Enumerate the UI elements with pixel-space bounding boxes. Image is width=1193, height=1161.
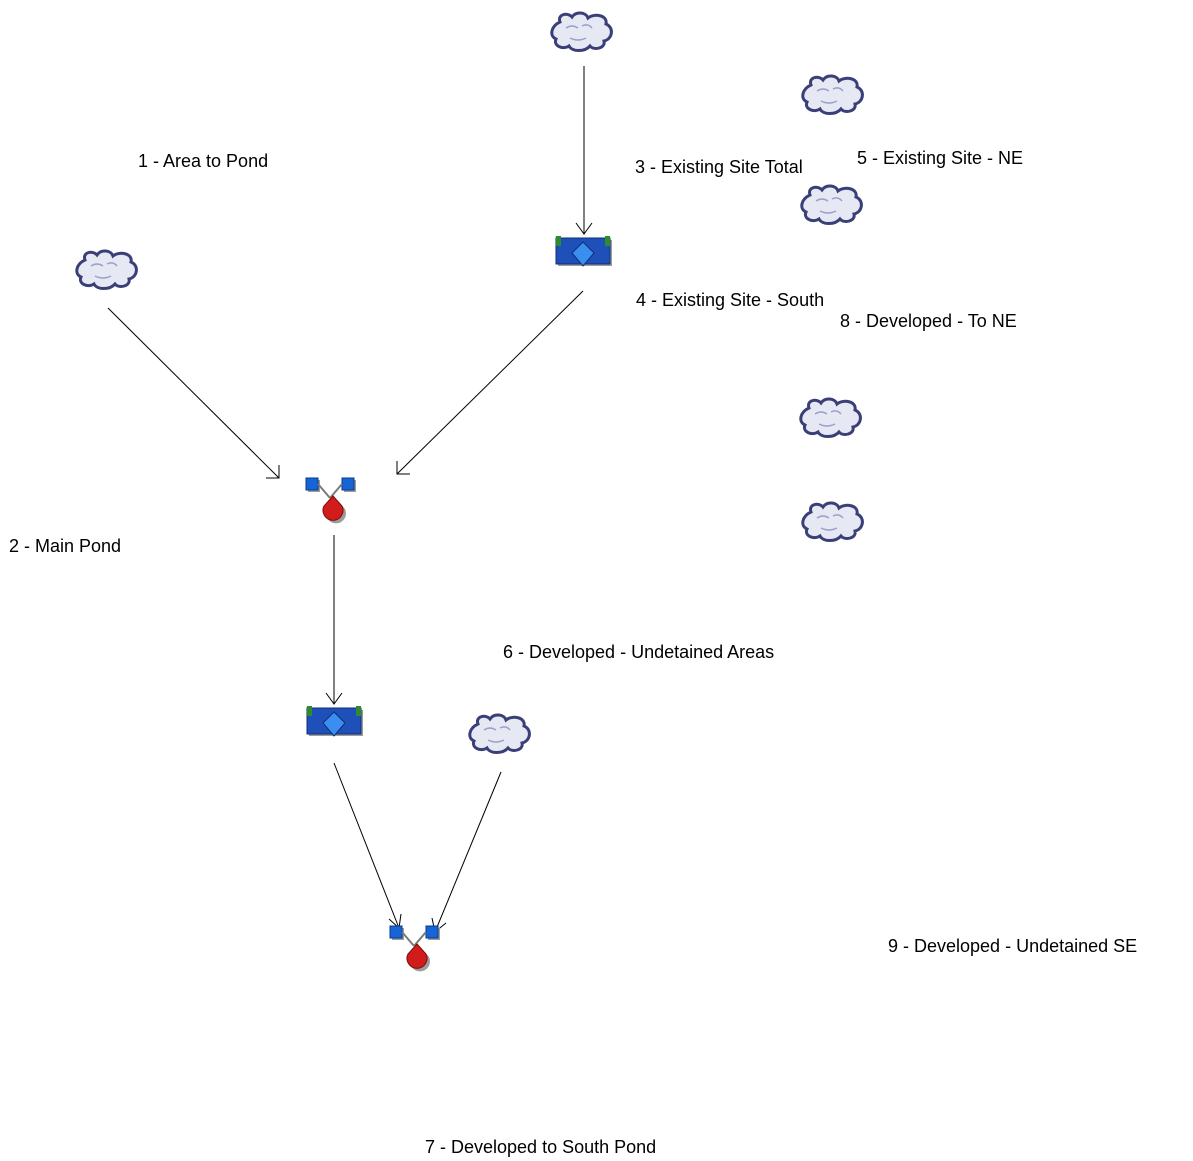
cloud-detail <box>565 24 593 41</box>
pond-diamond <box>571 241 595 267</box>
label-4-existing-site-south: 4 - Existing Site - South <box>636 290 824 310</box>
label-8-developed-to-ne: 8 - Developed - To NE <box>840 311 1017 331</box>
junction-drop <box>406 943 428 969</box>
nodes-layer <box>75 11 864 972</box>
pond-rim-left <box>556 236 561 246</box>
pond-rim-right <box>356 706 361 716</box>
cloud-icon[interactable] <box>801 74 864 115</box>
cloud-icon[interactable] <box>801 501 864 542</box>
pond-icon[interactable] <box>555 236 612 267</box>
cloud-detail <box>90 262 118 279</box>
label-5-existing-site-ne: 5 - Existing Site - NE <box>857 148 1023 168</box>
links-layer <box>107 66 593 933</box>
junction-branches <box>401 931 427 947</box>
junction-square-right <box>425 925 439 939</box>
cloud-detail <box>483 726 511 743</box>
cloud-detail <box>814 410 842 427</box>
label-1-area-to-pond: 1 - Area to Pond <box>138 151 268 171</box>
junction-square-left <box>389 925 403 939</box>
junction-branches <box>317 483 343 499</box>
label-7-developed-to-south-pond: 7 - Developed to South Pond <box>425 1137 656 1157</box>
link-junction-mid-to-pond-mid <box>325 535 343 705</box>
label-6-developed-undetained-areas: 6 - Developed - Undetained Areas <box>503 642 774 662</box>
label-9-developed-undetained-se: 9 - Developed - Undetained SE <box>888 936 1137 956</box>
cloud-icon[interactable] <box>800 184 863 225</box>
cloud-detail <box>815 197 843 214</box>
cloud-icon[interactable] <box>550 11 613 52</box>
junction-icon[interactable] <box>389 925 440 972</box>
label-2-main-pond: 2 - Main Pond <box>9 536 121 556</box>
cloud-icon[interactable] <box>75 249 138 290</box>
labels-layer: 1 - Area to Pond 2 - Main Pond 3 - Exist… <box>9 148 1137 1157</box>
pond-rim-left <box>307 706 312 716</box>
cloud-icon[interactable] <box>799 397 862 438</box>
link-pond-mid-to-junction-bottom <box>333 762 402 929</box>
pond-diamond <box>322 711 346 737</box>
pond-rim-right <box>605 236 610 246</box>
junction-square-right <box>341 477 355 491</box>
label-3-existing-site-total: 3 - Existing Site Total <box>635 157 803 177</box>
pond-icon[interactable] <box>306 706 363 737</box>
cloud-icon[interactable] <box>468 713 531 754</box>
cloud-detail <box>816 87 844 104</box>
junction-drop <box>322 495 344 521</box>
link-cloud-top-to-pond-top <box>575 66 593 235</box>
link-cloud-left-to-junction-mid <box>107 307 280 479</box>
junction-square-left <box>305 477 319 491</box>
cloud-detail <box>816 514 844 531</box>
link-cloud-bottom-to-junction-bottom <box>431 771 502 933</box>
link-pond-top-to-junction-mid <box>396 290 584 475</box>
junction-icon[interactable] <box>305 477 356 524</box>
